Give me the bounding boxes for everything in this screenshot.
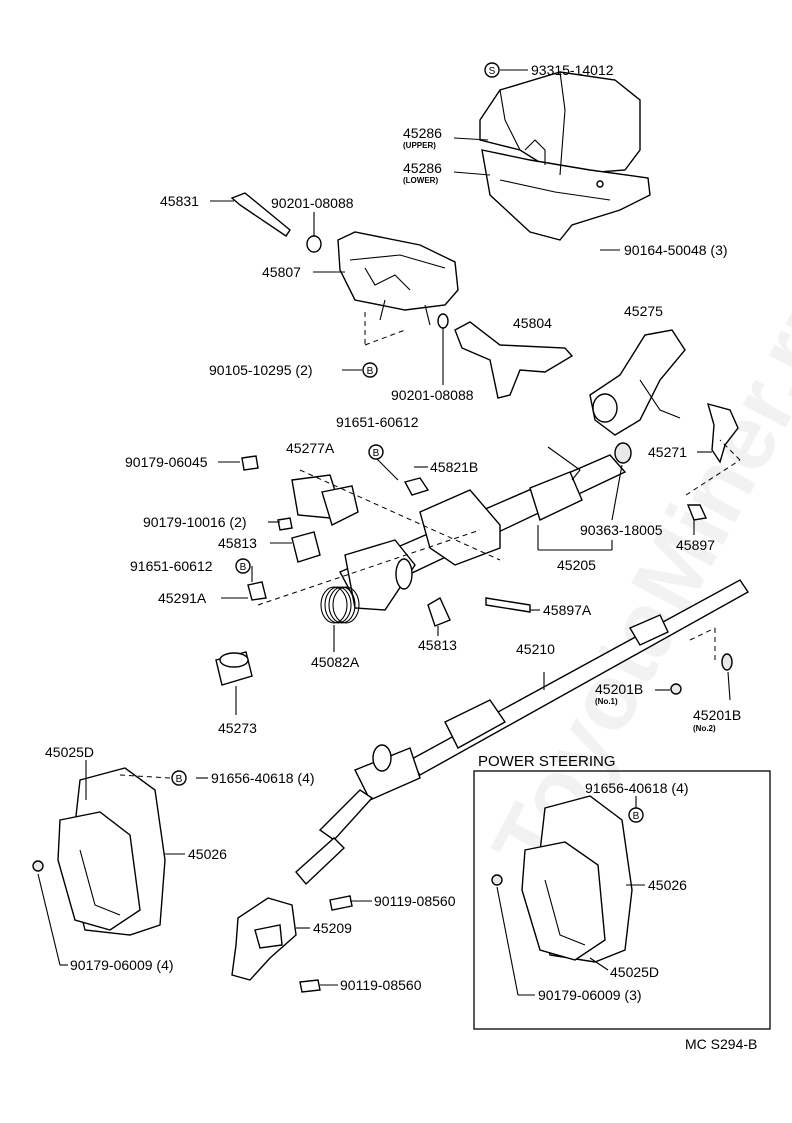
label-91656-40618-a: 91656-40618 (4) [211, 770, 315, 786]
svg-text:S: S [489, 66, 496, 77]
label-45291a: 45291A [158, 590, 207, 606]
label-90179-06045: 90179-06045 [125, 454, 208, 470]
label-45804: 45804 [513, 315, 552, 331]
spring-45082a-illustration [320, 586, 360, 624]
small-parts-illustration [241, 455, 708, 627]
label-45275: 45275 [624, 303, 663, 319]
column-tube-45205-illustration [339, 446, 627, 611]
label-45025d-b: 45025D [610, 964, 659, 980]
marker-b-90105: B [362, 362, 378, 378]
marker-b-91656b: B [628, 807, 644, 823]
label-45201b-no2-sub: (No.2) [693, 724, 716, 733]
marker-b-91656a: B [171, 770, 187, 786]
label-90201-08088-b: 90201-08088 [391, 387, 474, 403]
label-45897a: 45897A [543, 602, 592, 618]
bushing-45273-illustration [215, 651, 253, 686]
label-45277a: 45277A [286, 440, 335, 456]
label-90119-08560-a: 90119-08560 [374, 893, 456, 909]
marker-b-91651b: B [235, 558, 251, 574]
label-45082a: 45082A [311, 654, 360, 670]
label-45821b: 45821B [430, 459, 478, 475]
power-steering-title: POWER STEERING [478, 753, 616, 770]
bracket-45807-illustration [230, 192, 459, 329]
label-45026-b: 45026 [648, 877, 687, 893]
label-45210: 45210 [516, 641, 555, 657]
label-45025d-a: 45025D [45, 744, 94, 760]
label-90363-18005: 90363-18005 [580, 522, 663, 538]
label-91656-40618-b: 91656-40618 (4) [585, 780, 689, 796]
diagram-code: MC S294-B [685, 1036, 757, 1052]
label-90179-10016: 90179-10016 (2) [143, 514, 247, 530]
svg-text:B: B [367, 366, 374, 377]
part-labels: 93315-14012 45286 (UPPER) 45286 (LOWER) … [45, 62, 757, 1052]
svg-text:B: B [240, 562, 247, 573]
label-45209: 45209 [313, 920, 352, 936]
label-45286-lower: 45286 [403, 160, 442, 176]
label-45201b-no1-sub: (No.1) [595, 697, 618, 706]
label-45831: 45831 [160, 193, 199, 209]
label-45286-upper: 45286 [403, 125, 442, 141]
label-45813-b: 45813 [418, 637, 457, 653]
column-cover-illustration [479, 71, 651, 241]
label-91651-60612-b: 91651-60612 [130, 558, 213, 574]
main-shaft-45210-illustration [295, 579, 750, 886]
label-90179-06009-b: 90179-06009 (3) [538, 987, 642, 1003]
label-45286-upper-sub: (UPPER) [403, 141, 436, 150]
label-45201b-no1: 45201B [595, 681, 643, 697]
housing-45275-illustration [589, 329, 739, 464]
svg-text:B: B [373, 448, 380, 459]
label-90164-50048: 90164-50048 (3) [624, 242, 728, 258]
label-45026-a: 45026 [188, 846, 227, 862]
label-45807: 45807 [262, 264, 301, 280]
marker-s-93315: S [484, 62, 500, 78]
label-45205: 45205 [557, 557, 596, 573]
marker-b-91651a: B [368, 444, 384, 460]
joint-45209-illustration [231, 895, 353, 993]
boot-left-illustration [32, 767, 166, 936]
leader-lines [37, 69, 741, 996]
label-45897: 45897 [676, 537, 715, 553]
label-45201b-no2: 45201B [693, 707, 741, 723]
label-45273: 45273 [218, 720, 257, 736]
svg-text:B: B [633, 811, 640, 822]
label-45286-lower-sub: (LOWER) [403, 176, 438, 185]
label-45813-a: 45813 [218, 535, 257, 551]
bracket-45804-illustration [454, 321, 574, 399]
label-90201-08088-a: 90201-08088 [271, 195, 354, 211]
label-90179-06009-a: 90179-06009 (4) [70, 957, 174, 973]
label-93315-14012: 93315-14012 [531, 62, 614, 78]
label-90119-08560-b: 90119-08560 [340, 977, 422, 993]
label-45271: 45271 [648, 444, 687, 460]
label-90105-10295: 90105-10295 (2) [209, 362, 313, 378]
power-steering-inset [473, 770, 771, 1030]
label-91651-60612-a: 91651-60612 [336, 414, 419, 430]
svg-text:B: B [176, 774, 183, 785]
